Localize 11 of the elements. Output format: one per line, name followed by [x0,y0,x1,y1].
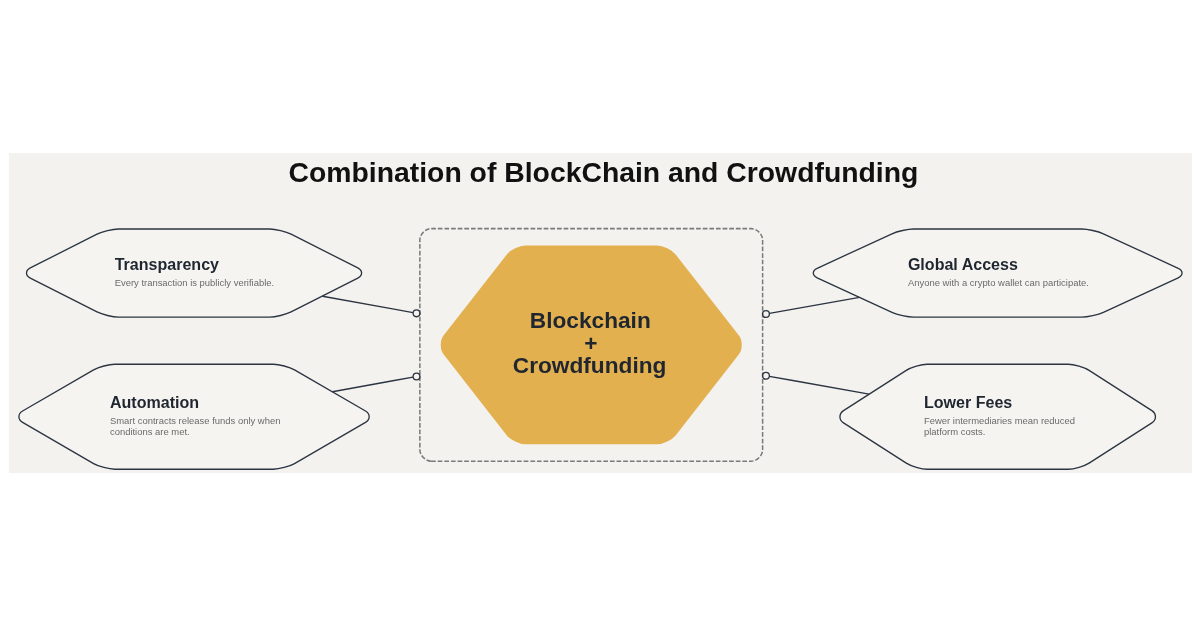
diagram-title: Combination of BlockChain and Crowdfunding [288,156,919,189]
cluster [419,227,764,462]
connector [761,371,870,395]
node-ellipse: Blockchain + Crowdfunding [440,245,742,445]
connector [321,295,421,318]
node-ellipse: Transparency Every transaction is publicly verifiable. [25,228,363,318]
node-ellipse: Lower Fees Fewer intermediaries mean reduced platform costs. [839,363,1157,470]
node-ellipse: Global Access Anyone with a crypto wallet can participate. [812,228,1183,318]
node-ellipse: Automation Smart contracts release funds only when conditions are met. [18,363,370,470]
connector [331,372,421,393]
connector [761,296,861,319]
